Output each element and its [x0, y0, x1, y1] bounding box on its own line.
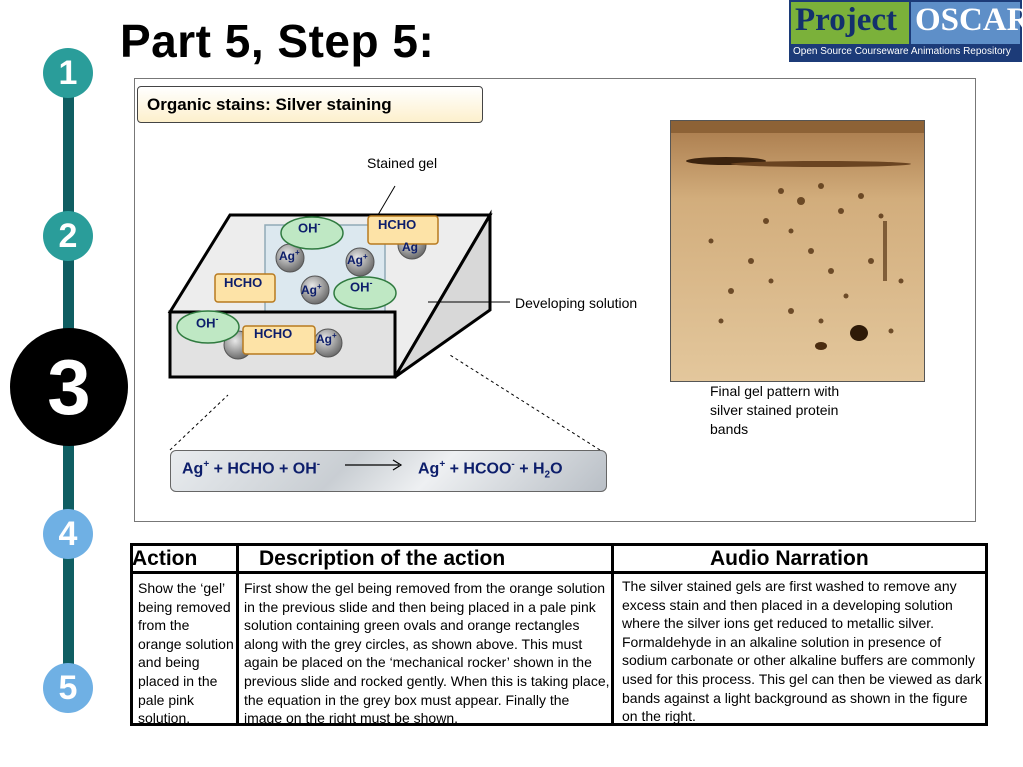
header-action: Action — [132, 547, 198, 570]
hcho-label-3: HCHO — [254, 326, 293, 341]
panel-heading: Organic stains: Silver staining — [147, 95, 392, 114]
page-title: Part 5, Step 5: — [120, 15, 435, 67]
oh-label-2: OH- — [350, 278, 373, 295]
oh-label-3: OH- — [196, 314, 219, 331]
stained-gel-label: Stained gel — [367, 155, 438, 171]
step-2-circle[interactable]: 2 — [43, 211, 93, 261]
ag-label-5: Ag+ — [316, 331, 337, 346]
action-cell: Show the ‘gel’ being removed from the or… — [138, 580, 234, 727]
developing-solution-label: Developing solution — [515, 295, 638, 311]
narration-cell: The silver stained gels are first washed… — [622, 578, 983, 725]
gel-caption: Final gel pattern with silver stained pr… — [710, 383, 840, 437]
ag-label-4: Ag+ — [301, 282, 322, 297]
step-5-circle[interactable]: 5 — [43, 663, 93, 713]
action-table — [130, 543, 988, 726]
staining-tray-diagram — [167, 185, 601, 451]
oh-label-1: OH- — [298, 219, 321, 236]
equation-right: Ag+ + HCOO- + H2O — [418, 459, 563, 481]
step-1-circle[interactable]: 1 — [43, 48, 93, 98]
equation-left: Ag+ + HCHO + OH- — [182, 459, 321, 478]
project-oscar-logo: Project OSCAR Open Source Courseware Ani… — [789, 0, 1023, 62]
header-description: Description of the action — [259, 547, 506, 570]
ag-label-1: Ag+ — [279, 248, 300, 263]
ag-label-3: Ag — [402, 240, 418, 254]
description-cell: First show the gel being removed from th… — [244, 580, 610, 727]
ag-label-2: Ag+ — [347, 252, 368, 267]
hcho-label-1: HCHO — [378, 217, 417, 232]
reaction-arrow-icon — [345, 459, 403, 471]
step-4-circle[interactable]: 4 — [43, 509, 93, 559]
panel-heading-box — [137, 86, 483, 123]
step-3-circle-active[interactable]: 3 — [10, 328, 128, 446]
header-narration: Audio Narration — [710, 547, 869, 570]
hcho-label-2: HCHO — [224, 275, 263, 290]
equation-box — [170, 450, 607, 492]
silver-stained-gel-image — [670, 120, 925, 382]
